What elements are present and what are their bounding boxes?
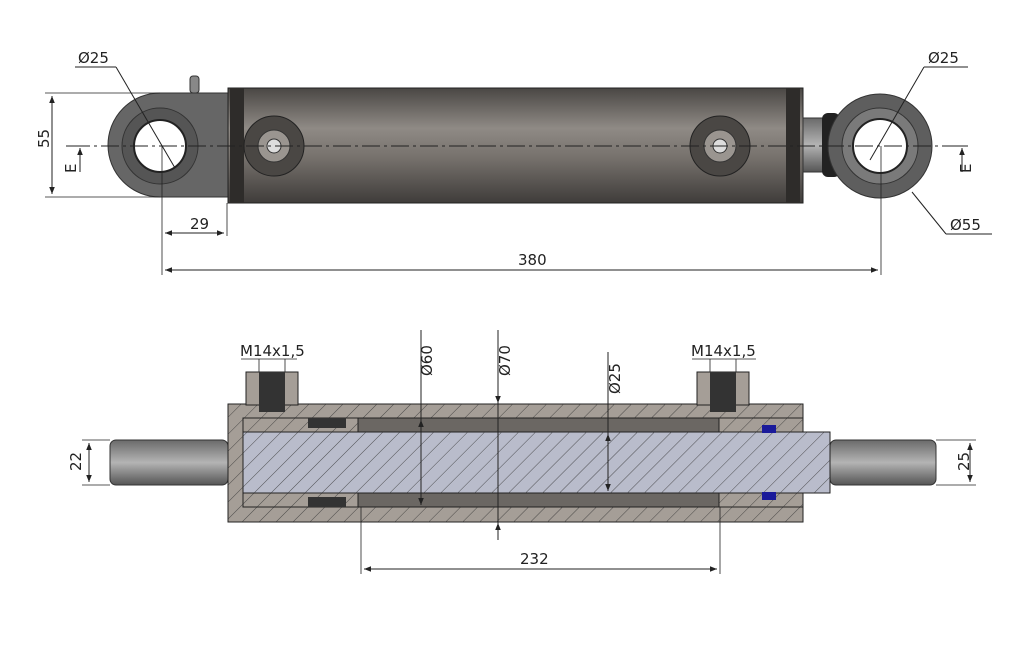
dim-clevis-offset: 29 bbox=[161, 146, 228, 275]
right-eye bbox=[829, 439, 937, 486]
dim-right-eye-diameter: Ø25 bbox=[869, 49, 968, 161]
section-marker-right: E bbox=[955, 145, 975, 173]
grease-nipple bbox=[189, 75, 200, 94]
svg-text:55: 55 bbox=[35, 129, 53, 148]
svg-text:E: E bbox=[62, 164, 80, 173]
svg-text:Ø25: Ø25 bbox=[78, 49, 109, 67]
dim-port-thread-left: M14x1,5 bbox=[240, 342, 305, 372]
dim-eye-height: 55 bbox=[35, 92, 160, 198]
svg-text:M14x1,5: M14x1,5 bbox=[691, 342, 756, 360]
svg-text:Ø25: Ø25 bbox=[606, 363, 624, 394]
svg-text:Ø25: Ø25 bbox=[928, 49, 959, 67]
svg-text:E: E bbox=[957, 164, 975, 173]
dim-port-thread-right: M14x1,5 bbox=[691, 342, 756, 372]
svg-text:25: 25 bbox=[955, 452, 973, 471]
svg-text:29: 29 bbox=[190, 215, 209, 233]
dim-left-eye-diameter: Ø25 bbox=[75, 49, 176, 169]
left-eye bbox=[109, 439, 229, 486]
port-boss-right bbox=[696, 371, 750, 412]
dim-stroke: 232 bbox=[360, 507, 721, 574]
dim-rod-diameter: Ø25 bbox=[605, 352, 624, 491]
svg-text:380: 380 bbox=[518, 251, 547, 269]
dim-tube-outer-diameter: Ø70 bbox=[495, 330, 514, 540]
svg-text:M14x1,5: M14x1,5 bbox=[240, 342, 305, 360]
section-marker-left: E bbox=[62, 145, 83, 173]
svg-text:22: 22 bbox=[67, 452, 85, 471]
section-view: M14x1,5 M14x1,5 Ø60 Ø70 Ø25 2 bbox=[67, 330, 976, 574]
dim-left-eye-width: 22 bbox=[67, 439, 110, 486]
svg-text:Ø60: Ø60 bbox=[418, 345, 436, 376]
svg-text:232: 232 bbox=[520, 550, 549, 568]
dim-pin-to-pin-length: 380 bbox=[165, 146, 882, 275]
dim-right-eye-width: 25 bbox=[936, 439, 976, 486]
svg-text:Ø70: Ø70 bbox=[496, 345, 514, 376]
top-view: E E Ø25 55 29 380 bbox=[35, 49, 992, 275]
dim-bore-diameter: Ø60 bbox=[418, 330, 436, 505]
svg-text:Ø55: Ø55 bbox=[950, 216, 981, 234]
dim-eye-outer-diameter: Ø55 bbox=[911, 191, 992, 235]
port-boss-left bbox=[245, 371, 299, 412]
